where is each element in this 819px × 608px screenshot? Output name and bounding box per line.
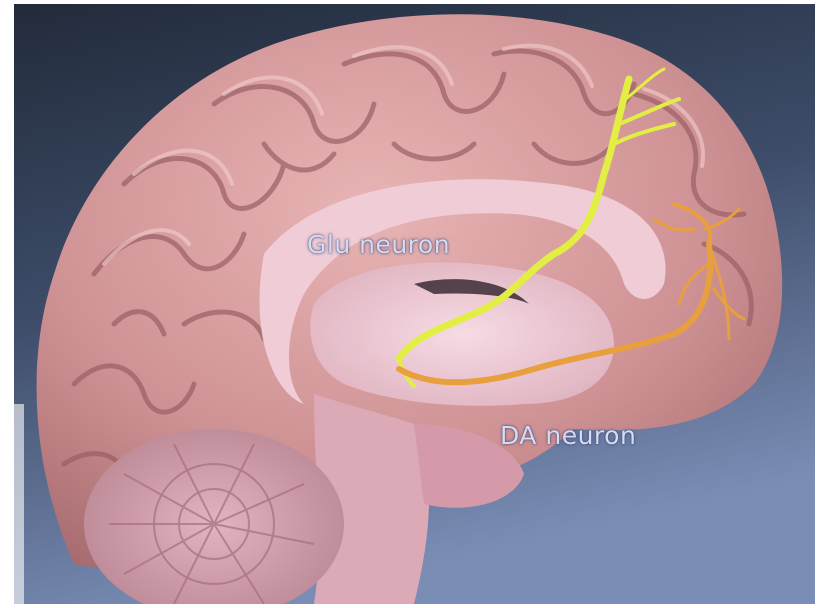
- da-neuron-label: DA neuron: [500, 421, 636, 450]
- glu-neuron-label: Glu neuron: [307, 230, 450, 259]
- brain-illustration: [14, 4, 815, 604]
- glare-strip: [14, 404, 24, 604]
- brain-sagittal-photo: Glu neuron DA neuron: [14, 4, 815, 604]
